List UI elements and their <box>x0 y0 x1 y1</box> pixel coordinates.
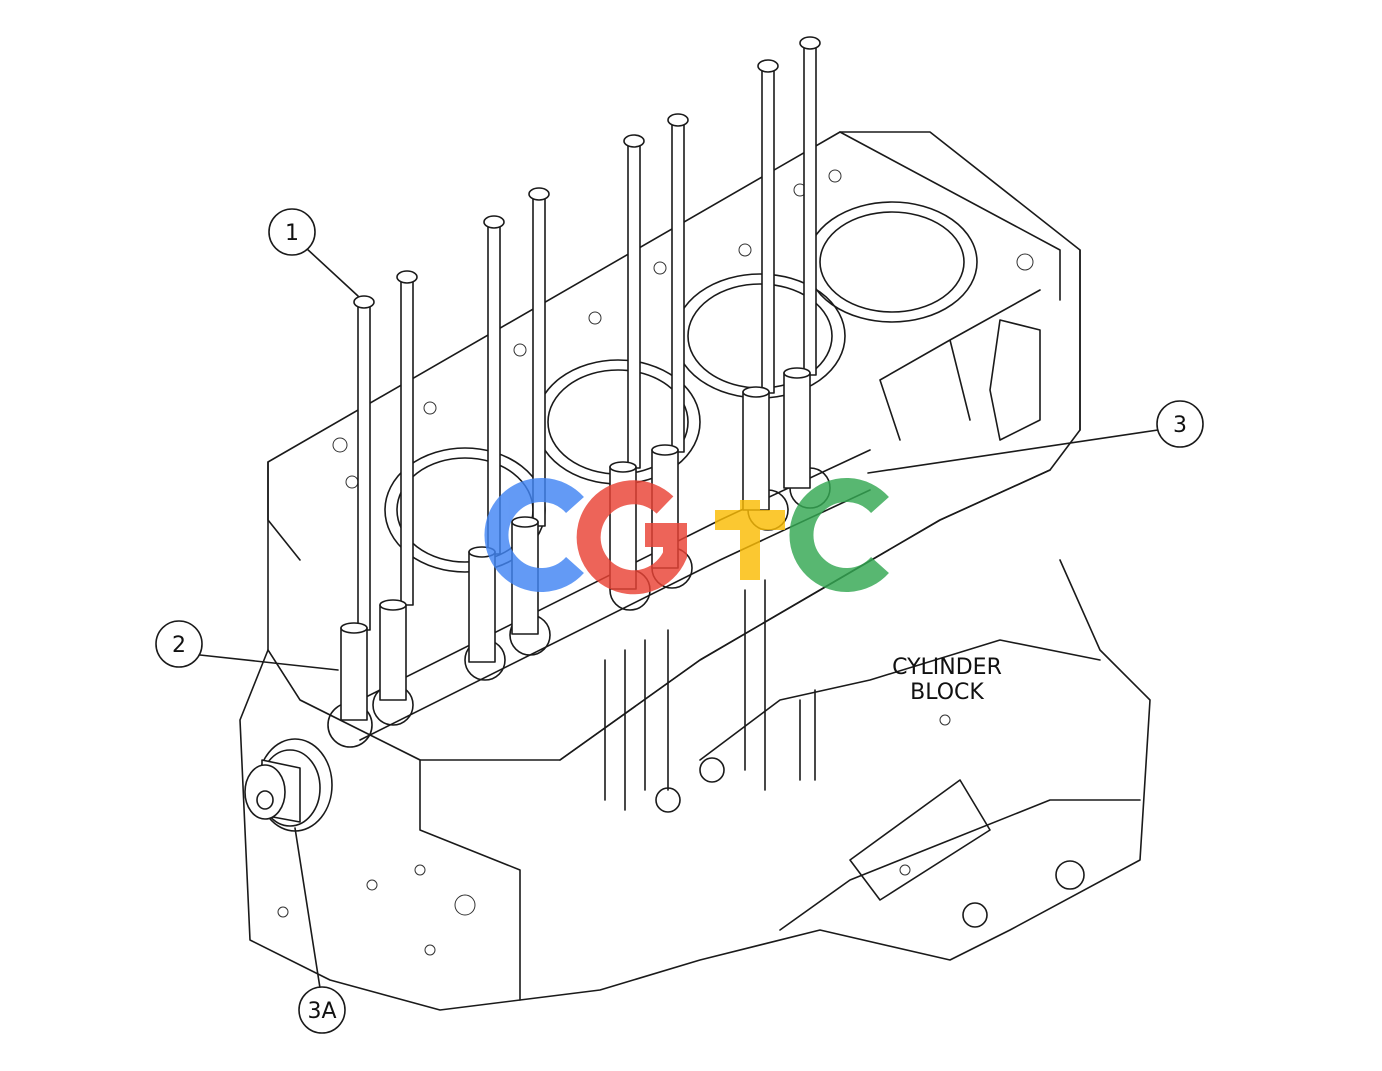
callout-label: 3A <box>307 999 336 1024</box>
block-label-line1: CYLINDER <box>892 655 1002 680</box>
push-rods <box>340 36 821 721</box>
callout-1: 1 <box>268 208 316 256</box>
callout-label: 1 <box>285 221 299 246</box>
push-rod <box>379 270 418 701</box>
camshaft-bearing <box>244 738 333 832</box>
cylinder-block <box>239 131 1151 1011</box>
watermark-logo <box>484 478 889 595</box>
callout-3a: 3A <box>298 986 346 1034</box>
callout-2: 2 <box>155 620 203 668</box>
callout-3: 3 <box>1156 400 1204 448</box>
callout-label: 3 <box>1173 413 1187 438</box>
watermark-letter-c2 <box>789 478 889 592</box>
watermark-letter-t <box>715 500 785 580</box>
push-rod <box>783 36 821 489</box>
push-rod <box>468 215 505 663</box>
push-rod <box>340 295 375 721</box>
callout-label: 2 <box>172 633 186 658</box>
block-label-line2: BLOCK <box>910 680 984 705</box>
leader-lines <box>199 247 1159 989</box>
watermark-letter-g <box>576 480 687 595</box>
watermark-letter-c <box>484 478 584 592</box>
